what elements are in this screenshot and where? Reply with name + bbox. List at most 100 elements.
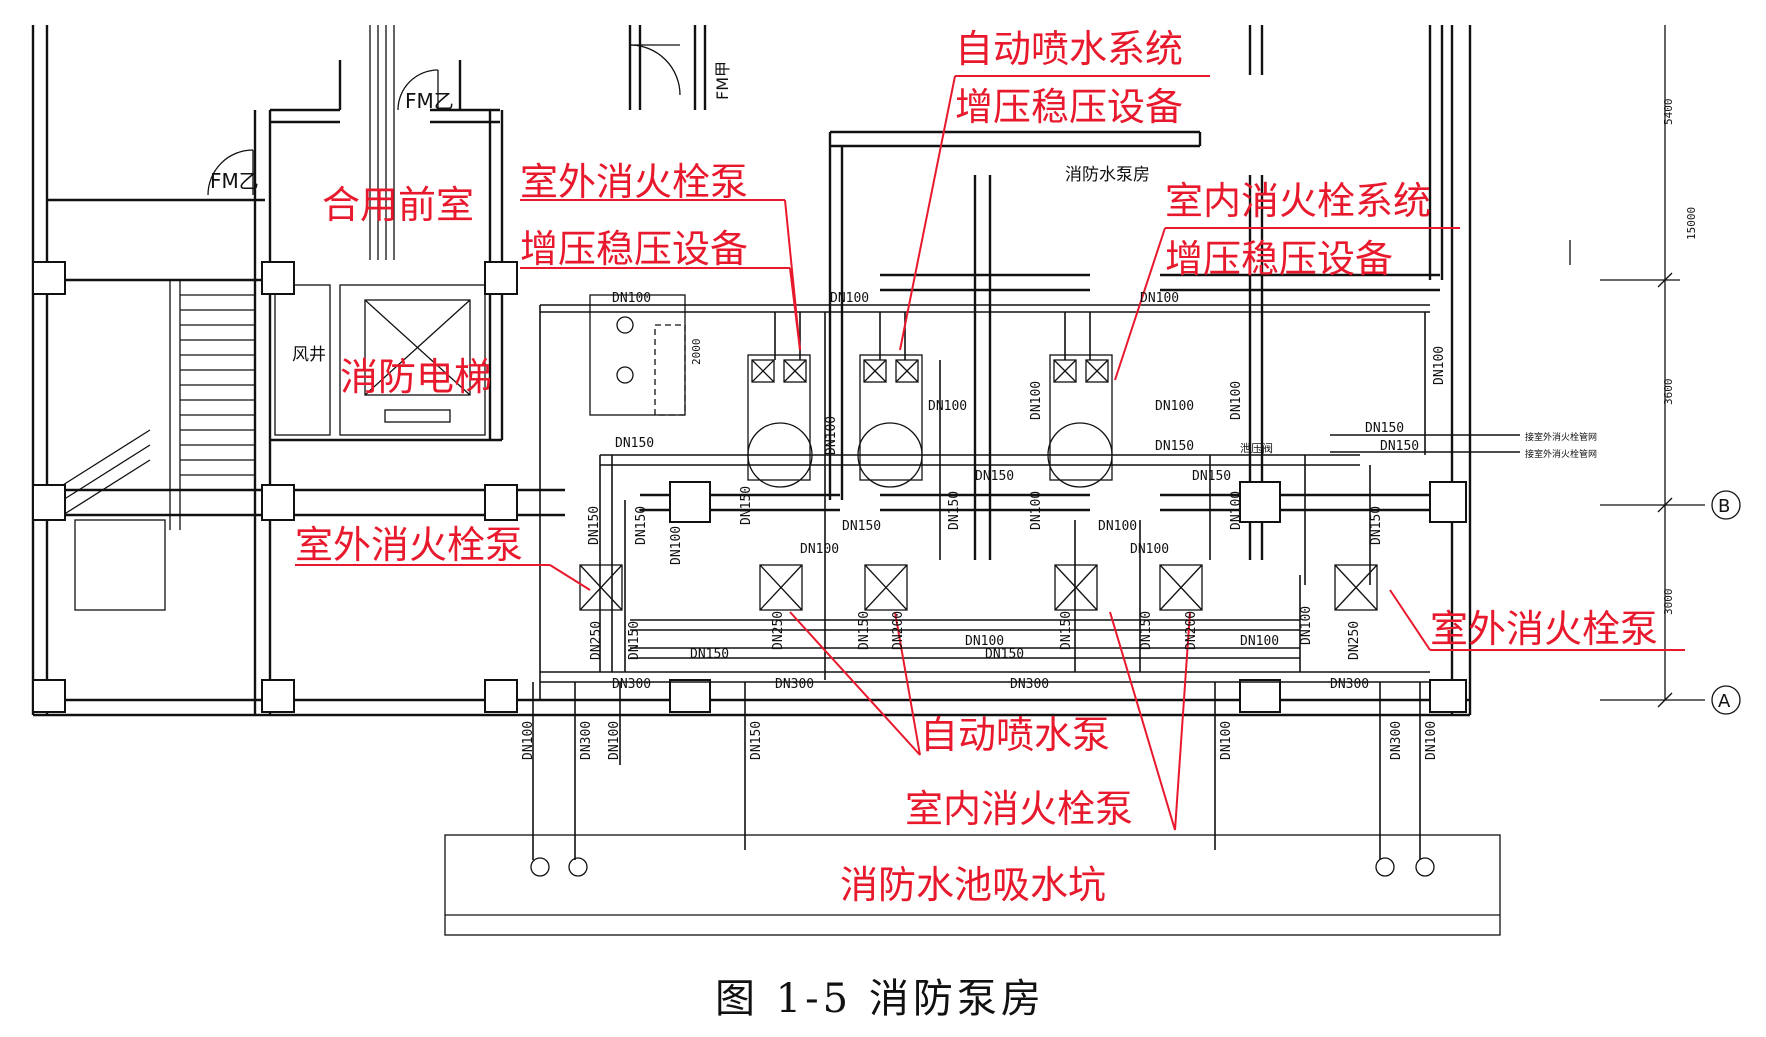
stair-treads: [54, 280, 255, 611]
pipe-label: DN150: [1365, 421, 1404, 436]
equipment: [579, 294, 1378, 611]
pipe-label: DN250: [771, 611, 786, 650]
pipe-label: DN100: [1219, 721, 1234, 760]
label-outdoor-hydrant-pump-left: 室外消火栓泵: [295, 523, 523, 567]
sprinkler-booster-set: [859, 354, 923, 481]
pipe-size-labels: DN100 DN100 DN100 DN150 DN100 DN100 DN15…: [521, 291, 1447, 760]
pump-indoor-2: [1159, 564, 1203, 611]
dim-3600: 3600: [1662, 379, 1675, 406]
label-outdoor-booster: 增压稳压设备: [520, 227, 748, 271]
pipe-label: DN100: [1098, 519, 1137, 534]
label-indoor-hydrant-system: 室内消火栓系统: [1165, 179, 1431, 223]
pump-indicator-icon: [616, 316, 634, 334]
outdoor-booster-set: [747, 354, 811, 481]
pipe-label: DN100: [830, 291, 869, 306]
pipe-label: DN100: [1130, 542, 1169, 557]
building-walls: [31, 25, 1472, 717]
pipe-label: DN100: [1229, 491, 1244, 530]
pipe-label: DN100: [1432, 346, 1447, 385]
pipe-label: DN150: [842, 519, 881, 534]
pipe-label: DN100: [612, 291, 651, 306]
label-flow-note: 泄压阀: [1240, 441, 1273, 455]
suction-pit-icon: [1415, 857, 1435, 877]
pipe-label: DN300: [1330, 677, 1369, 692]
label-indoor-hydrant-pump: 室内消火栓泵: [905, 787, 1133, 831]
pipe-label: DN150: [615, 436, 654, 451]
label-auto-sprinkler-pump: 自动喷水泵: [920, 713, 1110, 757]
pump-indicator-icon: [616, 366, 634, 384]
suction-pit-icon: [1375, 857, 1395, 877]
pipe-label: DN100: [607, 721, 622, 760]
pipe-label: DN150: [1369, 506, 1384, 545]
pipe-label: DN100: [1240, 634, 1279, 649]
label-outlet-1: 接室外消火栓管网: [1525, 431, 1597, 443]
pipe-label: DN250: [1347, 621, 1362, 660]
axis-a-label: A: [1718, 691, 1731, 712]
dim-15000: 15000: [1685, 207, 1698, 240]
pump-sprinkler-1: [759, 564, 803, 611]
dim-3000: 3000: [1662, 589, 1675, 616]
label-fire-elevator: 消防电梯: [340, 355, 492, 399]
pipe-label: DN150: [975, 469, 1014, 484]
label-indoor-booster: 增压稳压设备: [1165, 237, 1393, 281]
pump-indoor-1: [1054, 564, 1098, 611]
pipe-label: DN300: [1389, 721, 1404, 760]
pipe-label: DN150: [1380, 439, 1419, 454]
pipe-label: DN300: [775, 677, 814, 692]
label-outlet-2: 接室外消火栓管网: [1525, 448, 1597, 460]
pipe-label: DN200: [891, 611, 906, 650]
pipe-label: DN300: [612, 677, 651, 692]
pipe-label: DN150: [749, 721, 764, 760]
label-air-shaft: 风井: [292, 345, 326, 365]
label-door-fm-right: FM甲: [713, 61, 732, 100]
pipe-label: DN100: [1029, 491, 1044, 530]
pipework: [532, 304, 1520, 860]
pipe-label: DN100: [1140, 291, 1179, 306]
indoor-booster-set: [1049, 354, 1113, 481]
pump-outdoor-right: [1334, 564, 1378, 611]
pipe-label: DN100: [1155, 399, 1194, 414]
label-door-fm-left: FM乙: [210, 169, 259, 193]
pipe-label: DN300: [1010, 677, 1049, 692]
dim-2000: 2000: [690, 339, 703, 366]
leader-lines: [295, 75, 1685, 831]
pipe-label: DN100: [928, 399, 967, 414]
pipe-label: DN100: [1424, 721, 1439, 760]
pipe-label: DN150: [1192, 469, 1231, 484]
pipe-label: DN150: [587, 506, 602, 545]
suction-pit-icon: [530, 857, 550, 877]
pipe-label: DN200: [1184, 611, 1199, 650]
label-auto-sprinkler-booster: 增压稳压设备: [955, 85, 1183, 129]
pipe-label: DN150: [985, 647, 1024, 662]
pipe-label: DN100: [1299, 606, 1314, 645]
pipe-label: DN150: [1139, 611, 1154, 650]
pipe-label: DN100: [669, 526, 684, 565]
pump-sprinkler-2: [864, 564, 908, 611]
pipe-label: DN100: [1229, 381, 1244, 420]
pipe-label: DN100: [521, 721, 536, 760]
pipe-label: DN100: [800, 542, 839, 557]
axis-b-label: B: [1718, 496, 1730, 517]
dim-5400: 5400: [1662, 99, 1675, 126]
label-outdoor-hydrant-pump-top: 室外消火栓泵: [520, 160, 748, 204]
label-shared-anteroom: 合用前室: [322, 183, 474, 227]
control-cabinet: [589, 294, 686, 416]
pipe-label: DN150: [947, 491, 962, 530]
suction-pit-icon: [568, 857, 588, 877]
label-door-fm-top: FM乙: [405, 89, 454, 113]
pipe-label: DN150: [1155, 439, 1194, 454]
pipe-label: DN100: [824, 416, 839, 455]
label-fire-pool-sump: 消防水池吸水坑: [840, 863, 1106, 907]
pipe-label: DN100: [965, 634, 1004, 649]
pipe-label: DN250: [589, 621, 604, 660]
label-auto-sprinkler-system: 自动喷水系统: [955, 27, 1183, 71]
pipe-label: DN300: [579, 721, 594, 760]
pipe-label: DN100: [1029, 381, 1044, 420]
pipe-label: DN150: [739, 486, 754, 525]
pipe-label: DN150: [690, 647, 729, 662]
pump-outdoor-left: [579, 564, 623, 611]
pipe-label: DN150: [627, 621, 642, 660]
fire-pool: [444, 834, 1501, 936]
pipe-label: DN150: [857, 611, 872, 650]
dimension-lines: [1569, 25, 1741, 715]
